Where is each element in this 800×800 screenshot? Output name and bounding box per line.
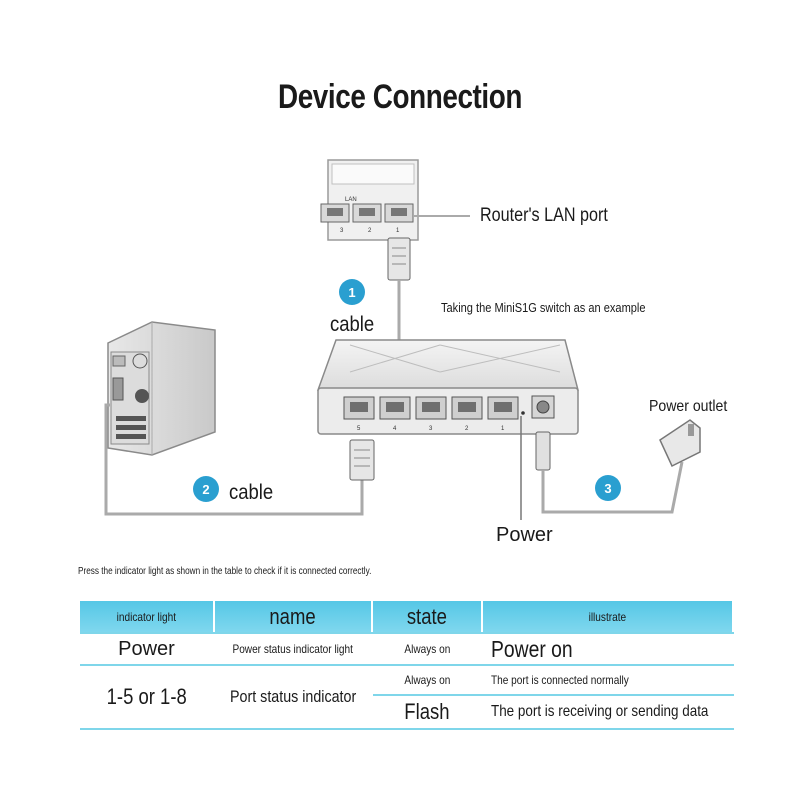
cable-label-2: cable xyxy=(229,481,274,504)
svg-text:1: 1 xyxy=(348,285,355,300)
indicator-table: indicator light name state illustrate Po… xyxy=(80,601,734,730)
cell-port-indicator: 1-5 or 1-8 xyxy=(80,665,215,730)
switch: 5 4 3 2 1 xyxy=(316,339,579,435)
power-led xyxy=(521,411,525,415)
table-header-row: indicator light name state illustrate xyxy=(80,601,734,634)
connection-diagram: LAN 3 2 1 xyxy=(104,159,701,520)
power-label: Power xyxy=(496,524,553,546)
cell-port-state-2: Flash xyxy=(372,695,483,730)
svg-text:3: 3 xyxy=(604,481,611,496)
cable-2 xyxy=(104,403,375,516)
computer xyxy=(107,321,216,456)
cell-port-illustrate-1: The port is connected normally xyxy=(482,665,734,696)
page-title: Device Connection xyxy=(277,78,523,116)
power-cable xyxy=(535,419,701,514)
header-name: name xyxy=(214,601,373,634)
cable-label-1: cable xyxy=(330,313,375,336)
step-badge-2: 2 xyxy=(193,476,219,502)
table-row-power: Power Power status indicator light Alway… xyxy=(80,633,734,666)
cell-power-state: Always on xyxy=(372,633,483,666)
cell-port-illustrate-2: The port is receiving or sending data xyxy=(482,695,734,730)
svg-text:3: 3 xyxy=(340,228,344,234)
svg-text:1: 1 xyxy=(501,426,505,432)
header-indicator-light: indicator light xyxy=(80,601,215,634)
svg-text:5: 5 xyxy=(357,426,361,432)
svg-text:3: 3 xyxy=(429,426,433,432)
table-row-port-flash: Flash The port is receiving or sending d… xyxy=(80,695,734,730)
example-note: Taking the MiniS1G switch as an example xyxy=(441,300,646,315)
cell-power-name: Power status indicator light xyxy=(214,633,373,666)
svg-text:4: 4 xyxy=(393,426,397,432)
step-badge-3: 3 xyxy=(595,475,621,501)
header-illustrate: illustrate xyxy=(482,601,734,634)
instruction-text: Press the indicator light as shown in th… xyxy=(78,566,372,577)
header-state: state xyxy=(372,601,483,634)
svg-text:2: 2 xyxy=(368,228,372,234)
power-outlet-label: Power outlet xyxy=(649,398,728,415)
cell-port-name: Port status indicator xyxy=(214,665,373,730)
router-port-label: Router's LAN port xyxy=(480,205,608,226)
router-panel-text: LAN xyxy=(345,197,357,203)
cell-power-indicator: Power xyxy=(80,633,215,666)
step-badge-1: 1 xyxy=(339,279,365,305)
table-row-port-normal: 1-5 or 1-8 Port status indicator Always … xyxy=(80,665,734,730)
svg-text:2: 2 xyxy=(202,482,209,497)
svg-text:2: 2 xyxy=(465,426,469,432)
cell-port-state-1: Always on xyxy=(372,665,483,696)
svg-text:1: 1 xyxy=(396,228,400,234)
cell-power-illustrate: Power on xyxy=(482,633,734,666)
router: LAN 3 2 1 xyxy=(320,159,419,241)
